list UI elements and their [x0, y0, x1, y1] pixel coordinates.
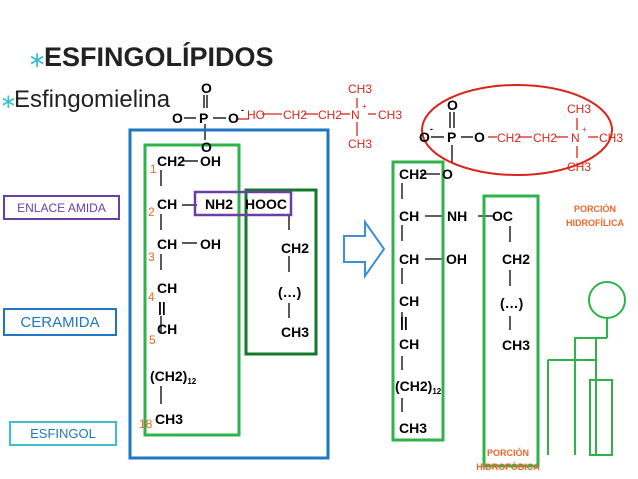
right-fatty-acid-frame: [482, 194, 540, 468]
head-circle: [588, 281, 626, 319]
right-acid-dots: (…): [500, 295, 524, 311]
right-choline-ch2b: CH2: [533, 131, 558, 145]
left-choline-ch3-right: CH3: [378, 108, 403, 122]
left-phosphate-p: P: [199, 110, 209, 126]
left-ch2n: (CH2)12: [150, 368, 197, 386]
carbon-number-18: 18: [139, 417, 153, 431]
right-double-bond: ||: [400, 314, 408, 330]
right-phosphate-minus: -: [430, 124, 433, 134]
right-choline-ch3-right: CH3: [599, 131, 624, 145]
right-acid-ch2: CH2: [502, 251, 531, 267]
left-choline-ch3-top: CH3: [348, 82, 373, 96]
right-choline-bonds: [488, 118, 598, 158]
left-c2: CH: [157, 196, 178, 212]
left-c3: CH: [157, 236, 178, 252]
left-choline-ch3-bottom: CH3: [348, 137, 373, 151]
lipid-cartoon: [547, 281, 626, 456]
right-bonds: [401, 112, 511, 412]
left-c1: CH2: [157, 153, 186, 169]
right-c18: CH3: [399, 420, 428, 436]
left-choline-plus: +: [362, 102, 367, 111]
left-bonds: [160, 95, 290, 404]
label-esfingol: ESFINGOL: [9, 421, 117, 446]
right-o1: O: [442, 166, 453, 182]
right-c5: CH: [399, 336, 420, 352]
carbon-number-5: 5: [149, 333, 156, 347]
right-phosphate-o-left: O: [419, 129, 430, 145]
subtitle-bullet: ∗: [0, 91, 17, 113]
label-ceramida: CERAMIDA: [3, 308, 117, 336]
left-phosphate-o-left: O: [172, 110, 183, 126]
right-c1: CH2: [399, 166, 428, 182]
right-c3: CH: [399, 251, 420, 267]
right-esfingol-frame: [391, 160, 445, 442]
left-phosphate-o-right: O: [228, 110, 239, 126]
polar-head-ellipse: [421, 84, 613, 176]
amide-bond-frame: [193, 190, 293, 217]
right-choline-n: N: [571, 131, 580, 145]
left-phosphate-minus: -: [241, 105, 244, 115]
left-choline-ch2a: CH2: [283, 108, 308, 122]
right-nh: NH: [447, 208, 468, 224]
esfingol-frame: [143, 143, 241, 437]
carbon-number-2: 2: [148, 205, 155, 219]
left-c4: CH: [157, 280, 178, 296]
right-choline-ch3-top: CH3: [567, 102, 592, 116]
label-porcion-hidrofobica: PORCIÓN HIDROFÓBICA: [476, 448, 540, 472]
left-choline-ho: HO: [247, 108, 265, 122]
right-choline-plus: +: [582, 125, 587, 134]
label-porcion-hidrofilica: PORCIÓN HIDROFÍLICA: [566, 204, 624, 228]
right-c2: CH: [399, 208, 420, 224]
left-acid-dots: (…): [278, 284, 302, 300]
right-ch2n: (CH2)12: [395, 378, 442, 396]
subtitle: Esfingomielina: [14, 86, 171, 113]
left-acid-ch3: CH3: [281, 324, 310, 340]
left-phosphate-o-top: O: [201, 80, 212, 96]
right-phosphate-o-right: O: [474, 129, 485, 145]
left-oh3: OH: [200, 236, 221, 252]
left-choline-ch2b: CH2: [318, 108, 343, 122]
right-phosphate-p: P: [447, 129, 457, 145]
right-oc: OC: [492, 208, 513, 224]
carbon-number-1: 1: [150, 162, 157, 176]
left-nh2: NH2: [205, 196, 234, 212]
carbon-number-4: 4: [148, 290, 155, 304]
right-choline-ch2a: CH2: [497, 131, 522, 145]
right-oh3: OH: [446, 251, 467, 267]
right-acid-ch3: CH3: [502, 337, 531, 353]
left-choline-bonds: [237, 98, 376, 136]
right-choline-ch3-bottom: CH3: [567, 160, 592, 174]
left-choline-n: N: [351, 108, 360, 122]
right-c4: CH: [399, 293, 420, 309]
carbon-number-3: 3: [148, 250, 155, 264]
fatty-acid-frame: [244, 188, 318, 356]
title-bullet: ∗: [28, 47, 47, 72]
label-enlace-amida: ENLACE AMIDA: [3, 195, 120, 220]
right-phosphate-o-top: O: [447, 97, 458, 113]
left-double-bond: ||: [158, 299, 166, 315]
left-phosphate-o-bottom: O: [201, 139, 212, 155]
left-c5: CH: [157, 321, 178, 337]
left-acid-ch2: CH2: [281, 240, 310, 256]
ceramida-frame: [128, 128, 330, 460]
left-c18: CH3: [155, 411, 184, 427]
right-arrow-icon: [343, 218, 386, 280]
slide-title: ESFINGOLÍPIDOS: [44, 42, 274, 72]
left-oh1: OH: [200, 153, 221, 169]
left-hooc: HOOC: [245, 196, 287, 212]
